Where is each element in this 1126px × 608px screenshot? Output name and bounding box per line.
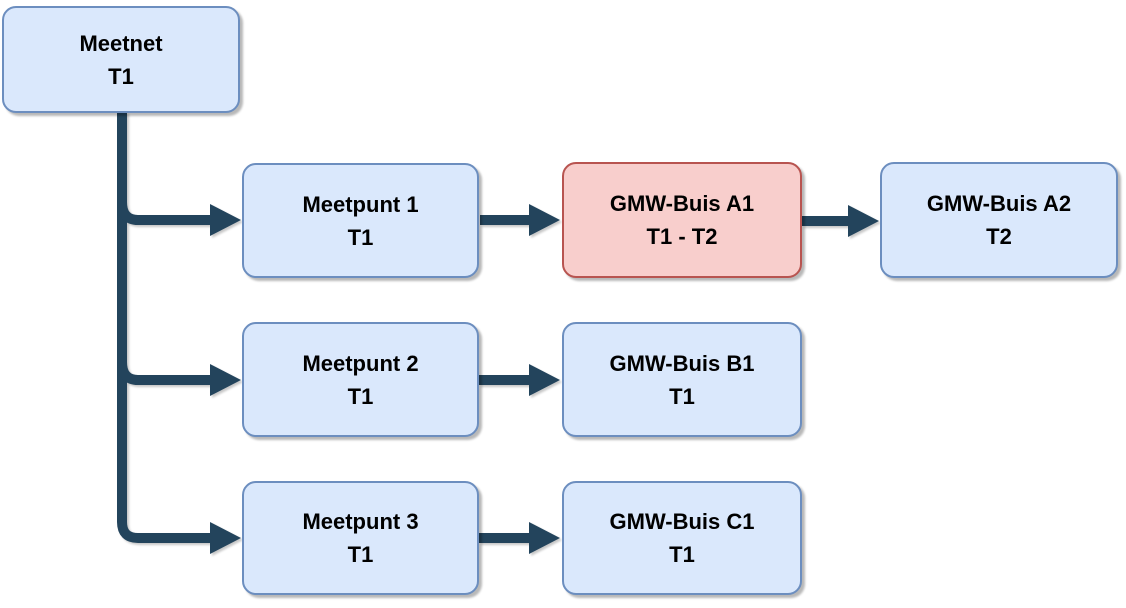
node-gmw-buis-c1-period: T1 <box>669 542 695 567</box>
node-gmw-buis-b1-period: T1 <box>669 383 695 409</box>
arrowhead-gmwb1 <box>529 364 560 396</box>
node-gmw-buis-a2: GMW-Buis A2 T2 <box>880 162 1118 278</box>
arrowhead-gmwc1 <box>529 522 560 554</box>
node-gmw-buis-a2-title: GMW-Buis A2 <box>926 191 1072 216</box>
arrowhead-meetpunt3 <box>210 522 241 554</box>
connector-meetnet-meetpunt1 <box>117 201 212 225</box>
node-gmw-buis-a2-period: T2 <box>986 224 1012 249</box>
node-meetpunt-3: Meetpunt 3 T1 <box>242 481 479 595</box>
node-meetnet: Meetnet T1 <box>2 6 240 113</box>
node-gmw-buis-a1-title: GMW-Buis A1 <box>609 191 755 216</box>
node-gmw-buis-b1: GMW-Buis B1 T1 <box>562 322 802 437</box>
node-gmw-buis-a1: GMW-Buis A1 T1 - T2 <box>562 162 802 278</box>
arrowhead-meetpunt2 <box>210 364 241 396</box>
node-meetpunt-3-title: Meetpunt 3 <box>302 509 419 534</box>
arrowhead-gmwa1 <box>529 204 560 236</box>
node-meetpunt-2-title: Meetpunt 2 <box>302 350 419 376</box>
node-gmw-buis-b1-title: GMW-Buis B1 <box>609 350 755 376</box>
node-gmw-buis-c1-title: GMW-Buis C1 <box>609 509 755 534</box>
node-meetpunt-2: Meetpunt 2 T1 <box>242 322 479 437</box>
connector-meetnet-meetpunt2 <box>117 361 212 385</box>
node-meetnet-period: T1 <box>108 63 134 89</box>
node-gmw-buis-a1-period: T1 - T2 <box>646 224 718 249</box>
node-gmw-buis-c1: GMW-Buis C1 T1 <box>562 481 802 595</box>
arrowhead-meetpunt1 <box>210 204 241 236</box>
node-meetpunt-1-title: Meetpunt 1 <box>302 191 419 217</box>
node-meetnet-title: Meetnet <box>79 30 163 56</box>
node-meetpunt-1-period: T1 <box>347 224 374 250</box>
node-meetpunt-3-period: T1 <box>347 542 374 567</box>
connector-meetnet-meetpunt3 <box>117 112 212 543</box>
arrowhead-gmwa2 <box>848 205 879 237</box>
node-meetpunt-1: Meetpunt 1 T1 <box>242 163 479 278</box>
node-meetpunt-2-period: T1 <box>347 383 374 409</box>
